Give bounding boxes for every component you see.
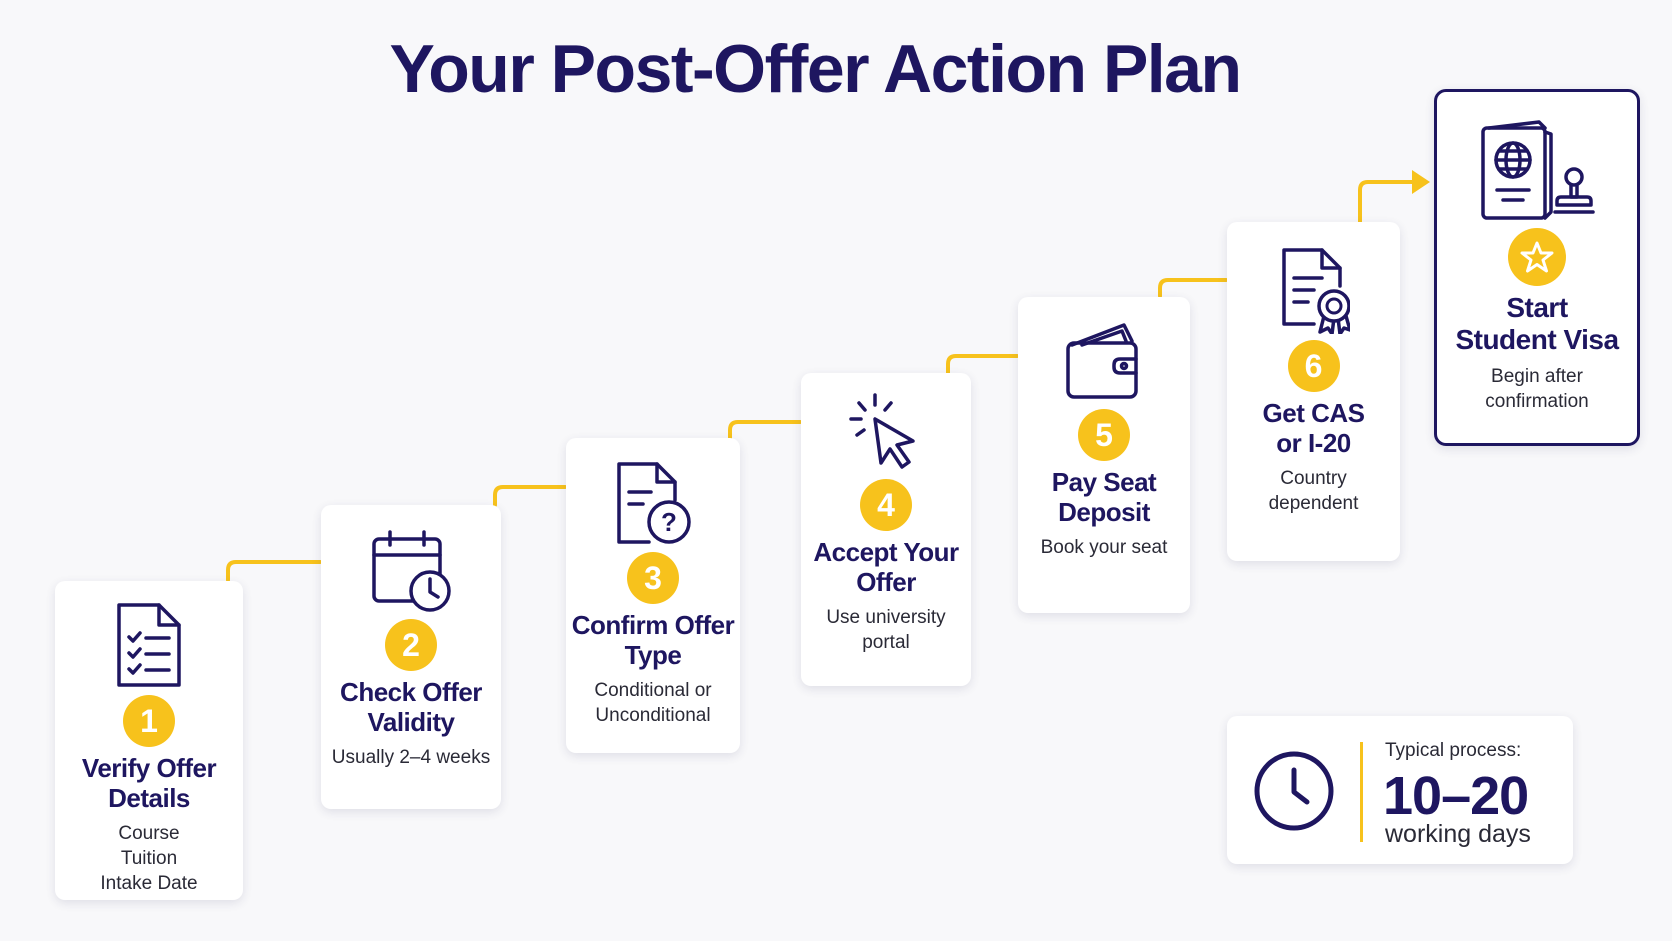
step-number-badge: 5 (1078, 409, 1130, 461)
cursor-click-icon (849, 393, 915, 469)
checklist-document-icon (117, 603, 181, 687)
step-card-2: 2 Check Offer Validity Usually 2–4 weeks (321, 505, 501, 809)
step-title: Accept Your Offer (813, 537, 959, 597)
step-title: Confirm Offer Type (571, 610, 735, 670)
step-description: Conditional or Unconditional (594, 680, 712, 726)
connector-arrowhead (1412, 170, 1430, 194)
star-icon (1520, 241, 1554, 273)
certificate-document-icon (1281, 248, 1350, 334)
passport-stamp-icon (1481, 120, 1595, 220)
step-card-4: 4 Accept Your Offer Use university porta… (801, 373, 971, 686)
svg-text:?: ? (661, 507, 677, 537)
connector-6-final (1358, 180, 1420, 224)
step-description: Course Tuition Intake Date (100, 823, 198, 894)
process-duration-box: Typical process: 10–20 working days (1227, 716, 1573, 864)
step-title: Verify Offer Details (81, 753, 217, 813)
step-title: Pay Seat Deposit (1051, 467, 1157, 527)
connector-1-2 (226, 560, 322, 582)
step-card-1: 1 Verify Offer Details Course Tuition In… (55, 581, 243, 900)
step-number-badge: 6 (1287, 340, 1340, 392)
wallet-icon (1066, 323, 1138, 399)
step-description: Use university portal (826, 607, 946, 653)
duration-value: 10–20 (1383, 766, 1529, 826)
step-description: Country dependent (1268, 468, 1359, 514)
divider (1360, 742, 1363, 842)
step-description: Book your seat (1040, 537, 1168, 558)
connector-3-4 (728, 420, 802, 440)
step-card-5: 5 Pay Seat Deposit Book your seat (1018, 297, 1190, 613)
document-question-icon: ? (617, 462, 691, 544)
step-number-badge: 2 (385, 619, 437, 671)
page-title: Your Post-Offer Action Plan (389, 31, 1242, 107)
star-badge (1508, 228, 1566, 286)
step-description: Usually 2–4 weeks (331, 747, 491, 768)
connector-2-3 (493, 485, 567, 507)
calendar-clock-icon (372, 530, 451, 612)
step-description: Begin after confirmation (1485, 366, 1589, 412)
step-number-badge: 1 (123, 695, 175, 747)
duration-unit: working days (1385, 820, 1531, 848)
final-step-card: Start Student Visa Begin after confirmat… (1434, 89, 1640, 446)
duration-label: Typical process: (1385, 740, 1522, 761)
clock-icon (1254, 751, 1334, 831)
step-number-badge: 4 (860, 479, 912, 531)
step-title: Start Student Visa (1455, 292, 1619, 355)
step-title: Check Offer Validity (340, 677, 482, 737)
step-number-badge: 3 (627, 552, 679, 604)
step-card-3: ? 3 Confirm Offer Type Conditional or Un… (566, 438, 740, 753)
connector-4-5 (946, 354, 1019, 375)
connector-5-6 (1158, 278, 1228, 298)
step-card-6: 6 Get CAS or I-20 Country dependent (1227, 222, 1400, 561)
step-title: Get CAS or I-20 (1262, 398, 1365, 458)
